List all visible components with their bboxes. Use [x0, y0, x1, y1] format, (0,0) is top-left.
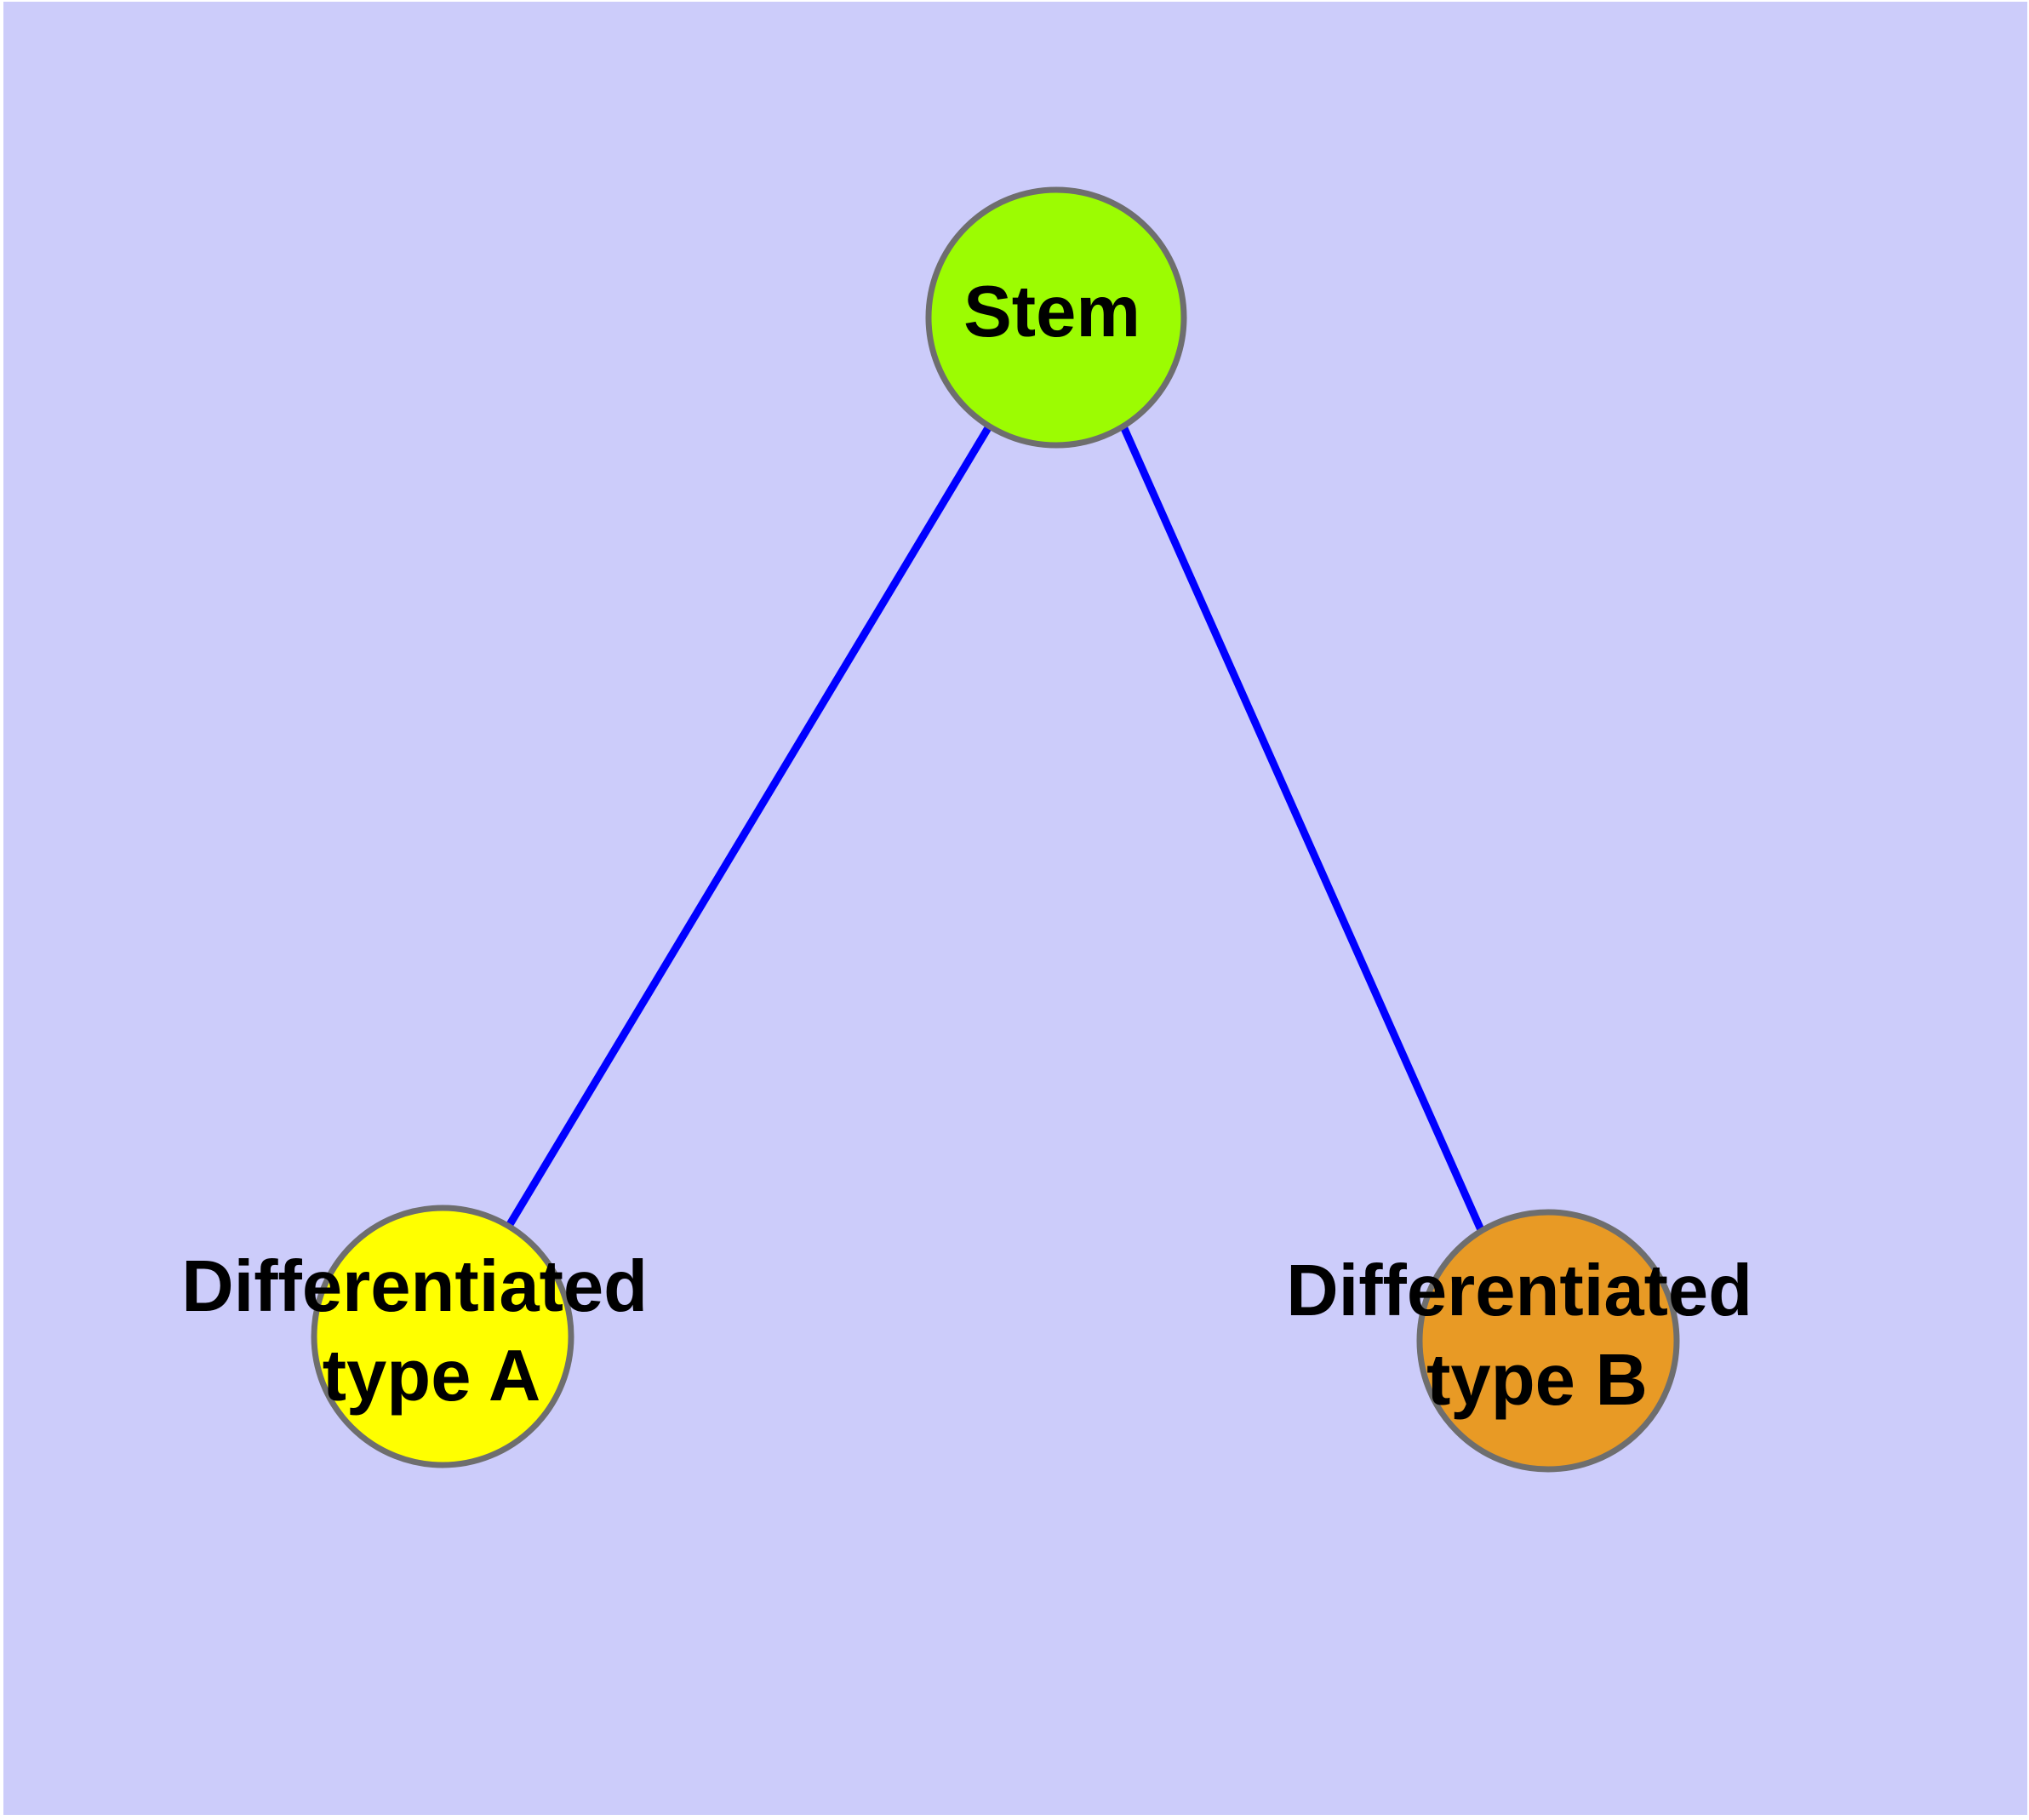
node-stem[interactable]	[925, 186, 1187, 449]
node-differentiated-type-b-circle[interactable]	[1416, 1209, 1680, 1473]
node-stem-circle[interactable]	[925, 186, 1187, 449]
node-differentiated-type-a-label-line-2: type A	[323, 1336, 541, 1417]
edges-layer	[506, 424, 1486, 1233]
node-labels-layer: Stem Differentiated type A Differentiate…	[181, 272, 1772, 1421]
node-differentiated-type-a-label-line-1: Differentiated	[181, 1246, 648, 1327]
node-differentiated-type-a[interactable]	[311, 1205, 574, 1468]
node-differentiated-type-b-label-line-1: Differentiated	[1286, 1251, 1752, 1331]
nodes-layer	[311, 186, 1680, 1473]
edge-stem-to-differentiated-type-b[interactable]	[1119, 425, 1486, 1233]
node-differentiated-type-a-label: Differentiated type A	[181, 1246, 667, 1417]
node-differentiated-type-b-label-line-2: type B	[1426, 1340, 1648, 1421]
node-differentiated-type-b-label: Differentiated type B	[1286, 1251, 1772, 1421]
node-differentiated-type-a-circle[interactable]	[311, 1205, 574, 1468]
node-stem-label-line-1: Stem	[963, 272, 1140, 352]
node-differentiated-type-b[interactable]	[1416, 1209, 1680, 1473]
edge-stem-to-differentiated-type-a[interactable]	[506, 424, 992, 1228]
node-stem-label: Stem	[963, 272, 1140, 352]
